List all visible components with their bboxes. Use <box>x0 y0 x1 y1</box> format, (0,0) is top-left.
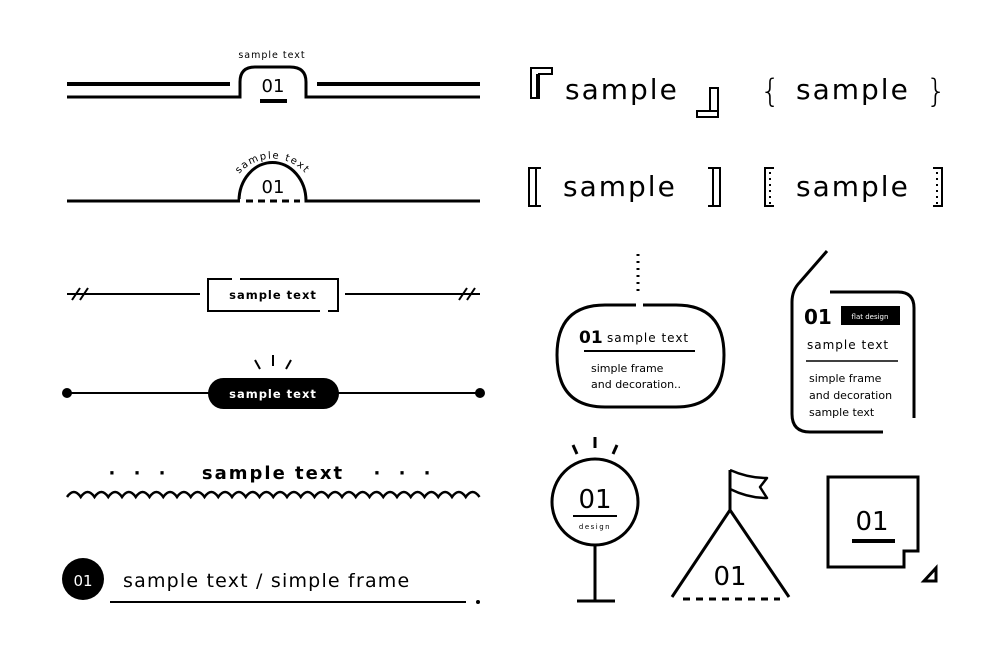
number: 01 <box>262 177 285 198</box>
number: 01 <box>73 572 92 590</box>
oval-frame: 01 sample text simple frame and decorati… <box>555 254 726 409</box>
dots-left: · · · <box>108 463 171 484</box>
number: 01 <box>579 328 603 348</box>
square-notch-frame: 01 <box>826 475 938 583</box>
heading-dotted-brackets: sample <box>764 167 943 207</box>
frame-arch: sample text 01 <box>67 150 480 203</box>
label: sample text <box>229 288 317 302</box>
mountain-flag: 01 <box>670 468 791 601</box>
heading-corner-brackets: sample <box>530 67 719 118</box>
left-brace-icon: { <box>760 72 780 110</box>
heading-curly-braces: { } sample <box>760 72 946 110</box>
frame-bracket-box: sample text <box>67 278 480 312</box>
bulb-sign: 01 design <box>550 437 640 603</box>
body-line: and decoration <box>809 389 892 402</box>
label: sample text <box>229 387 317 401</box>
tag-frame: 01 flat design sample text simple frame … <box>790 250 916 434</box>
number: 01 <box>855 507 888 537</box>
frame-wave: · · · sample text · · · <box>65 463 481 500</box>
title: sample text <box>607 331 689 345</box>
number: 01 <box>578 485 611 515</box>
right-brace-icon: } <box>926 72 946 110</box>
frame-numbered-underline: 01 sample text / simple frame <box>62 558 480 604</box>
heading-text: sample <box>563 170 677 203</box>
number: 01 <box>713 562 746 592</box>
body-line: simple frame <box>809 372 882 385</box>
label: sample text <box>202 463 344 484</box>
body-line: sample text <box>809 406 875 419</box>
frame-pill-line: sample text <box>62 355 485 409</box>
number: 01 <box>804 305 832 329</box>
heading-text: sample <box>796 73 910 106</box>
body-line: and decoration.. <box>591 378 681 391</box>
title: sample text <box>807 338 889 352</box>
heading-text: sample <box>796 170 910 203</box>
heading-double-brackets: sample <box>528 167 721 207</box>
wave-line <box>65 490 481 500</box>
corner-triangle-icon <box>920 564 938 583</box>
caption: design <box>579 523 611 531</box>
flag-icon <box>729 468 769 500</box>
number: 01 <box>262 76 285 97</box>
frame-double-line-tab: sample text 01 <box>67 50 480 103</box>
heading-text: sample <box>565 73 679 106</box>
badge: flat design <box>852 313 889 321</box>
label: sample text / simple frame <box>123 570 410 592</box>
caption: sample text <box>238 50 305 61</box>
dots-right: · · · <box>373 463 436 484</box>
body-line: simple frame <box>591 362 664 375</box>
